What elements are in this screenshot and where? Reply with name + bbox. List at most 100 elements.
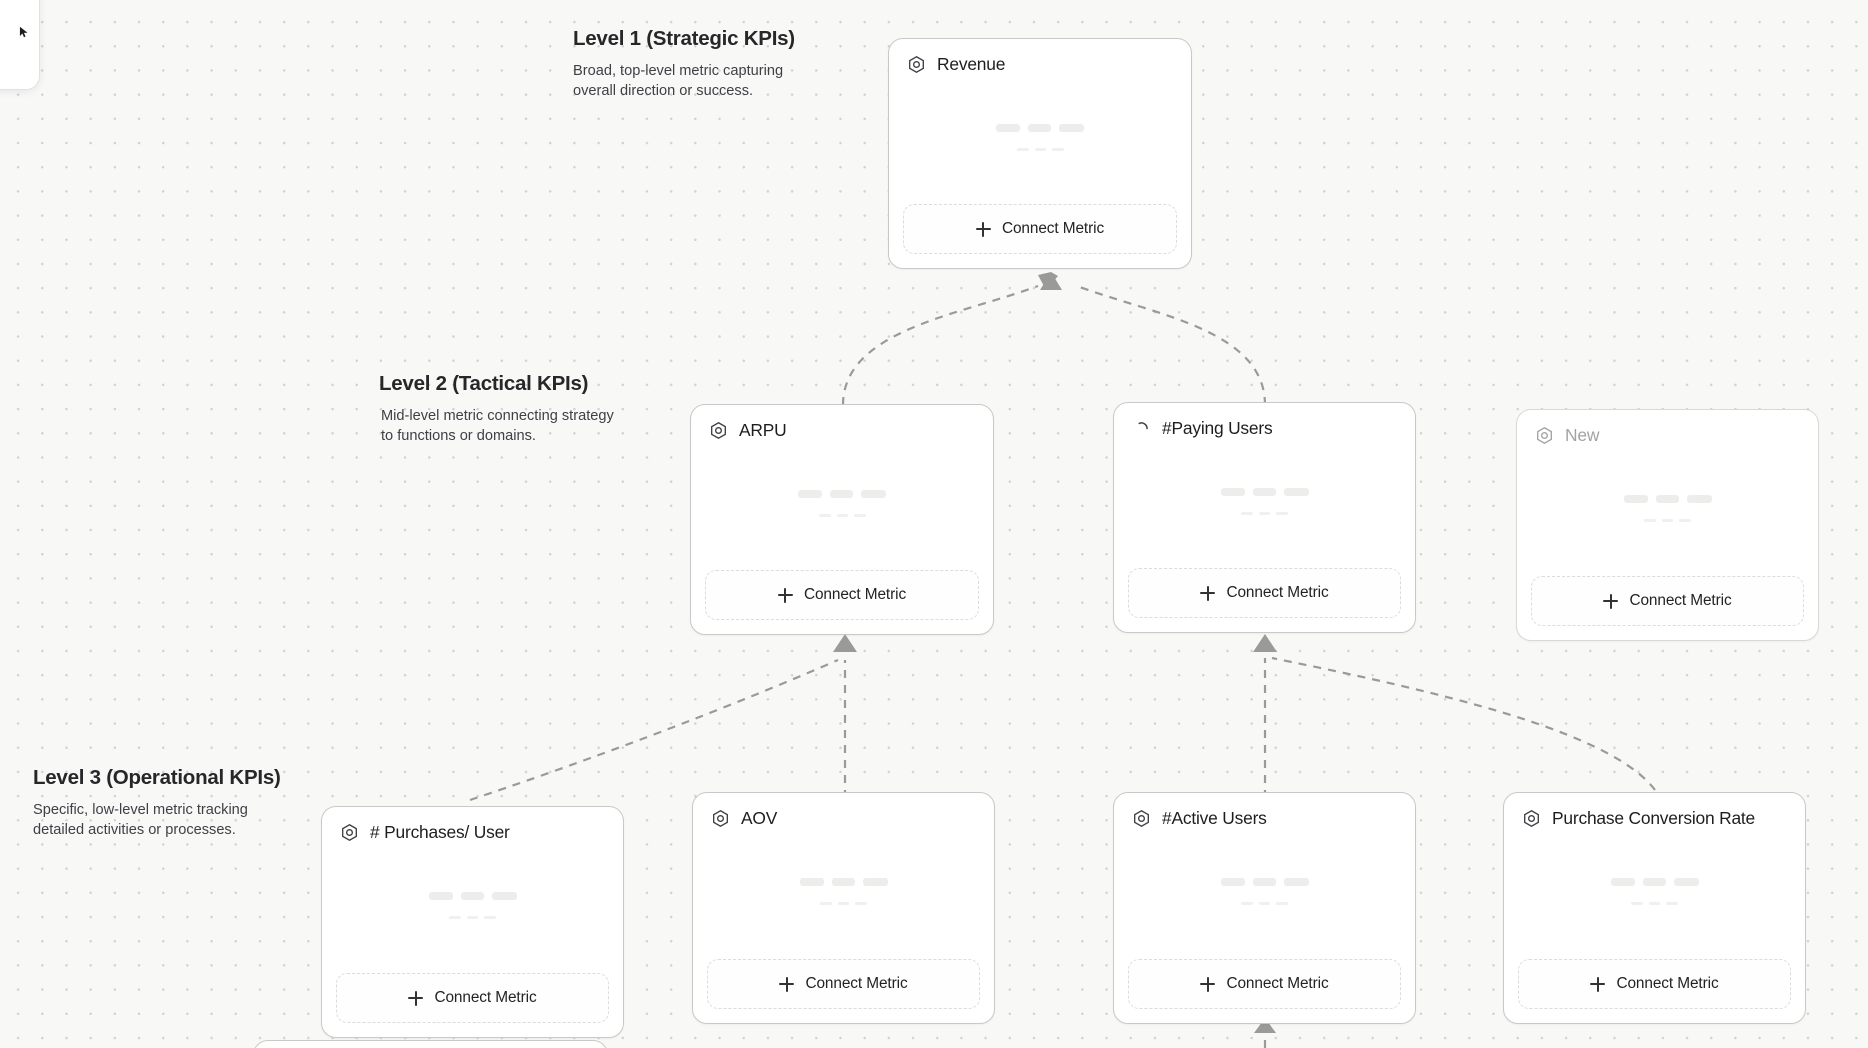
connect-metric-label: Connect Metric [1001, 220, 1105, 237]
skeleton-bar [1220, 878, 1245, 887]
card-title: Revenue [937, 54, 1006, 74]
metric-card-purchases-per-user[interactable]: # Purchases/ User Connect Metric [321, 806, 624, 1038]
plus-icon [408, 990, 424, 1006]
skeleton-bar [1259, 902, 1270, 906]
skeleton-bar [1283, 487, 1309, 496]
card-header: ARPU [691, 405, 993, 440]
skeleton-bar [1623, 495, 1648, 504]
skeleton-bar [1644, 519, 1656, 523]
connect-metric-label: Connect Metric [434, 989, 537, 1006]
skeleton-bar [1059, 123, 1084, 132]
connect-metric-label: Connect Metric [803, 586, 907, 603]
hexagon-metric-icon [713, 810, 728, 828]
card-title: #Paying Users [1162, 418, 1273, 438]
plus-icon [1200, 585, 1216, 601]
skeleton-bar [818, 513, 831, 517]
card-header: #Active Users [1114, 793, 1415, 828]
level-1-description: Broad, top-level metric capturing overal… [573, 62, 784, 100]
metric-card-aov[interactable]: AOV Connect Metric [692, 792, 995, 1024]
skeleton-bar [1276, 902, 1288, 906]
skeleton-bar [831, 878, 855, 887]
card-title: New [1565, 425, 1600, 445]
skeleton-bar [996, 123, 1020, 132]
card-title: Purchase Conversion Rate [1552, 808, 1756, 828]
skeleton-bar [1649, 902, 1660, 906]
card-skeleton-body [1114, 828, 1415, 959]
skeleton-bar [1220, 487, 1245, 496]
card-skeleton-body [1114, 438, 1415, 568]
card-header: #Paying Users [1114, 403, 1415, 438]
metric-card-new[interactable]: New Connect Metric [1516, 409, 1819, 641]
skeleton-bar [853, 513, 866, 517]
skeleton-bar [1028, 123, 1051, 132]
metric-card-arpu[interactable]: ARPU Connect Metric [690, 404, 994, 635]
connect-metric-button[interactable]: Connect Metric [1128, 568, 1401, 618]
connect-metric-label: Connect Metric [1226, 584, 1329, 601]
skeleton-bar [460, 892, 484, 901]
card-header: New [1517, 410, 1818, 445]
skeleton-bar [1283, 878, 1309, 887]
connect-metric-button[interactable]: Connect Metric [1128, 959, 1401, 1009]
skeleton-bar [838, 902, 849, 906]
level-3-title: Level 3 (Operational KPIs) [33, 766, 281, 789]
metric-card-revenue[interactable]: Revenue Connect Metric [888, 38, 1192, 269]
skeleton-bar [1016, 147, 1029, 151]
skeleton-row-primary [798, 489, 886, 498]
connector-arpu-to-revenue [841, 284, 1039, 406]
plus-icon [1200, 976, 1216, 992]
connect-metric-button[interactable]: Connect Metric [1518, 959, 1791, 1009]
connect-metric-button[interactable]: Connect Metric [336, 973, 609, 1023]
skeleton-row-secondary [1241, 902, 1288, 906]
card-title: #Active Users [1162, 808, 1267, 828]
skeleton-bar [861, 489, 886, 498]
skeleton-bar [1642, 878, 1666, 887]
card-header: Purchase Conversion Rate [1504, 793, 1805, 828]
skeleton-bar [1631, 902, 1643, 906]
arrowhead-revenue-main [1040, 272, 1062, 290]
plus-icon [1603, 593, 1619, 609]
connect-metric-label: Connect Metric [805, 975, 908, 992]
skeleton-row-primary [1220, 487, 1309, 496]
skeleton-bar [798, 489, 822, 498]
skeleton-row-secondary [1016, 147, 1064, 151]
skeleton-bar [855, 902, 867, 906]
skeleton-row-secondary [1241, 511, 1288, 515]
arrowhead-paying-users [1253, 634, 1277, 652]
hexagon-metric-icon [1524, 810, 1539, 828]
cursor-pointer-icon [19, 26, 28, 38]
skeleton-bar [1051, 147, 1064, 151]
hexagon-metric-icon [711, 422, 726, 440]
metric-card-offscreen-partial[interactable] [253, 1040, 608, 1048]
connect-metric-button[interactable]: Connect Metric [1531, 576, 1804, 626]
connect-metric-button[interactable]: Connect Metric [705, 570, 979, 620]
connector-purchases-to-arpu [469, 658, 839, 802]
plus-icon [975, 221, 991, 237]
metric-card-active-users[interactable]: #Active Users Connect Metric [1113, 792, 1416, 1024]
skeleton-row-primary [996, 123, 1084, 132]
metric-card-paying-users[interactable]: #Paying Users Connect Metric [1113, 402, 1416, 633]
card-skeleton-body [322, 842, 623, 973]
hexagon-metric-icon [1537, 427, 1552, 445]
skeleton-bar [1241, 511, 1253, 515]
connect-metric-button[interactable]: Connect Metric [903, 204, 1177, 254]
skeleton-bar [484, 916, 496, 920]
skeleton-row-primary [1220, 878, 1309, 887]
connector-conversion-to-paying-users [1271, 656, 1656, 791]
arrowhead-arpu [833, 634, 857, 652]
hexagon-metric-icon [342, 824, 357, 842]
metric-card-purchase-conversion-rate[interactable]: Purchase Conversion Rate Connect Metric [1503, 792, 1806, 1024]
skeleton-bar [862, 878, 888, 887]
plus-icon [1590, 976, 1606, 992]
connect-metric-button[interactable]: Connect Metric [707, 959, 980, 1009]
floating-toolbar-panel[interactable] [0, 0, 40, 90]
connect-metric-label: Connect Metric [1629, 592, 1732, 609]
arrowhead-revenue [1038, 272, 1058, 290]
skeleton-bar [1655, 495, 1679, 504]
skeleton-row-secondary [820, 902, 867, 906]
skeleton-bar [799, 878, 824, 887]
plus-icon [779, 976, 795, 992]
card-title: AOV [741, 808, 778, 828]
skeleton-row-primary [428, 892, 517, 901]
skeleton-row-secondary [1631, 902, 1678, 906]
